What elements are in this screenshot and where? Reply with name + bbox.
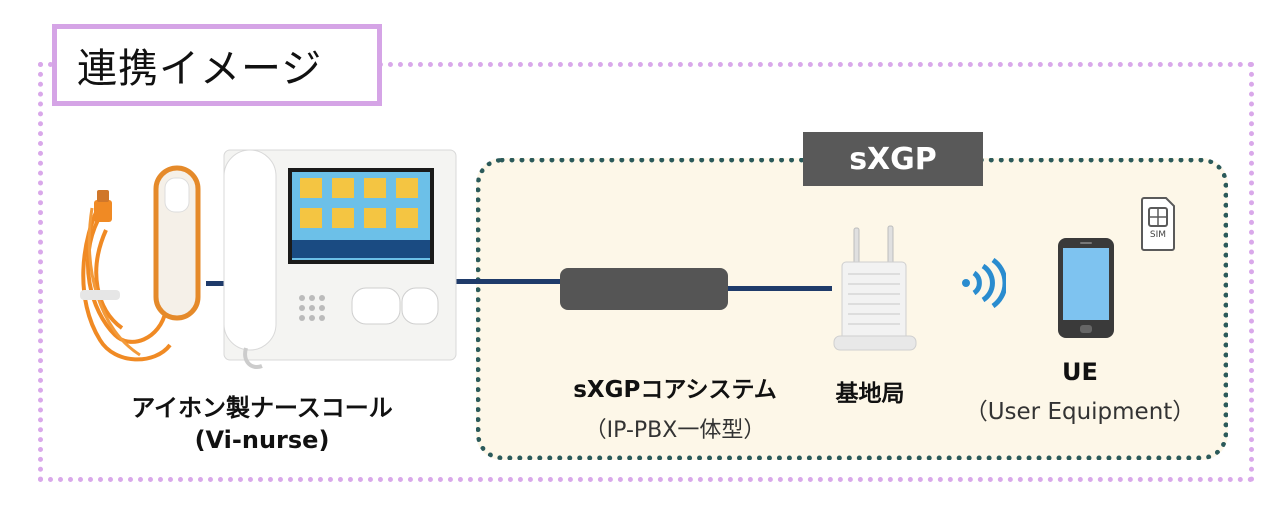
nurse-call-name: アイホン製ナースコール	[131, 394, 393, 422]
page-title: 連携イメージ	[52, 24, 382, 106]
base-station-label: 基地局	[835, 381, 905, 407]
core-system-name: sXGPコアシステム	[573, 377, 777, 403]
core-system-box	[560, 268, 728, 310]
nurse-call-handset-icon	[80, 165, 201, 362]
smartphone-icon	[1058, 238, 1114, 338]
sxgp-badge-text: sXGP	[849, 141, 937, 177]
link-terminal-core	[456, 279, 562, 284]
link-core-base	[728, 286, 832, 291]
wireless-signal-icon	[962, 258, 1006, 308]
link-handset-terminal	[206, 281, 226, 286]
ue-note: （User Equipment）	[964, 399, 1196, 425]
sim-card-icon	[1141, 197, 1175, 251]
core-system-note: （IP-PBX一体型）	[584, 418, 766, 443]
ue-label: UE （User Equipment）	[950, 358, 1210, 426]
sim-label: SIM	[1149, 230, 1167, 240]
page-title-text: 連携イメージ	[77, 46, 323, 92]
core-system-label: sXGPコアシステム （IP-PBX一体型）	[530, 370, 820, 444]
outer-frame	[38, 62, 1254, 482]
sxgp-badge: sXGP	[803, 132, 983, 186]
nurse-station-terminal-icon	[223, 149, 457, 369]
base-station-icon	[833, 225, 917, 351]
nurse-call-label: アイホン製ナースコール (Vi-nurse)	[92, 392, 432, 456]
nurse-call-model: (Vi-nurse)	[194, 426, 330, 454]
ue-name: UE	[1062, 358, 1098, 386]
